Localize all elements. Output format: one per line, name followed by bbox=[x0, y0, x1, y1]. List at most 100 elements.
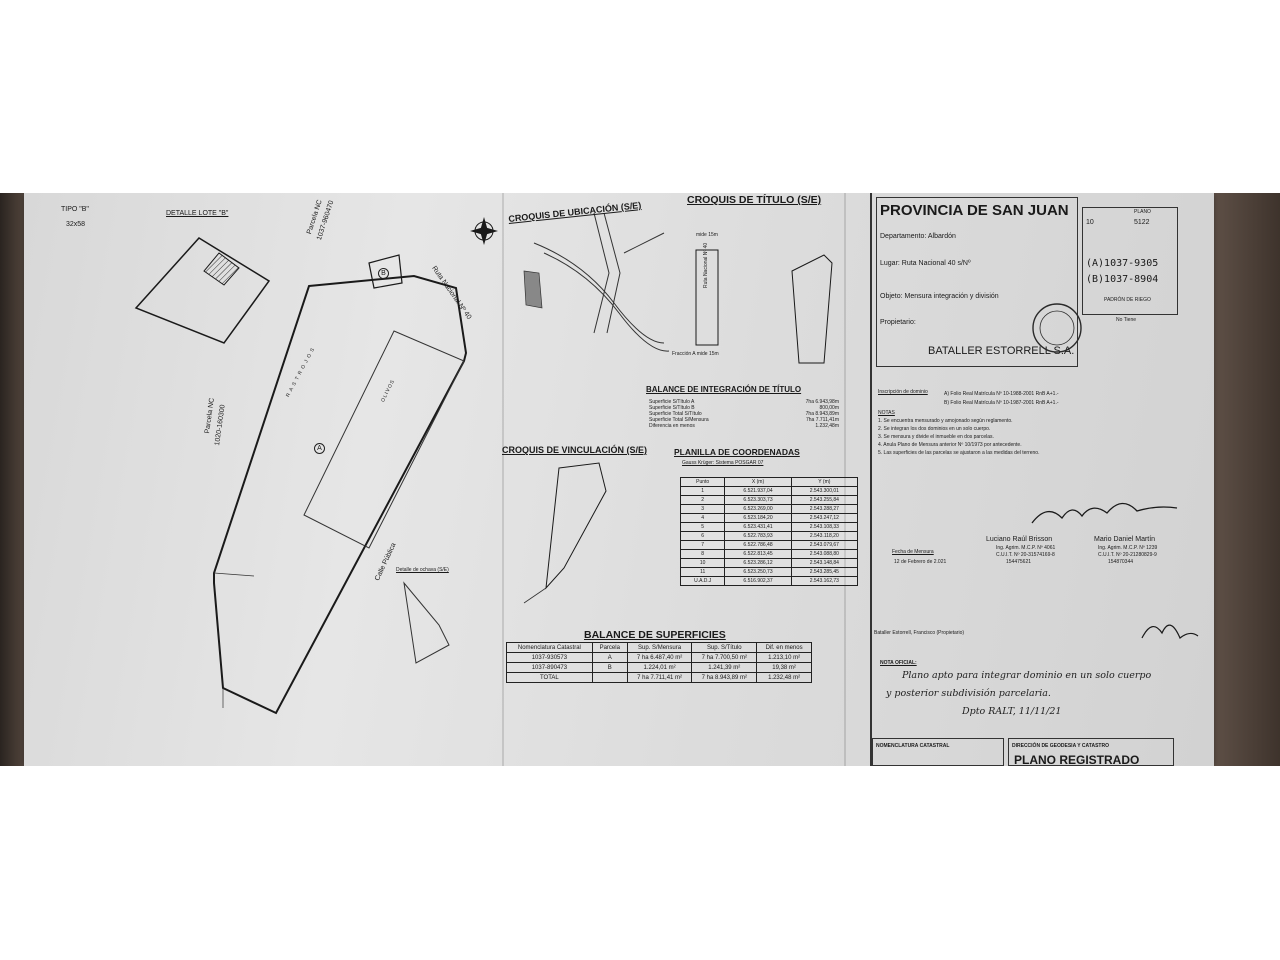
parcel-mark-b: B bbox=[378, 268, 389, 279]
nc-b: (B)1037-8904 bbox=[1086, 274, 1159, 285]
row-label: Superficie Total S/Título bbox=[649, 411, 702, 417]
croquis-ruta-label: Ruta Nacional Nº 40 bbox=[703, 242, 709, 288]
row-label: Superficie Total S/Mensura bbox=[649, 417, 709, 423]
croquis-mide-label: mide 15m bbox=[696, 232, 718, 238]
table-header-row: Nomenclatura Catastral Parcela Sup. S/Me… bbox=[506, 642, 812, 653]
column-header: X (m) bbox=[724, 477, 792, 487]
column-header: Dif. en menos bbox=[756, 642, 812, 653]
table-cell: 5 bbox=[679, 522, 726, 532]
row-value: 800,00m bbox=[819, 405, 839, 411]
column-header: Sup. S/Mensura bbox=[626, 642, 693, 653]
tipo-label: TIPO "B" bbox=[61, 206, 89, 213]
row-value: 7ha 6.943,98m bbox=[805, 399, 839, 405]
table-cell: 19,38 m² bbox=[756, 662, 812, 673]
prof1-cuit: C.U.I.T. Nº 20-31574169-8 bbox=[996, 552, 1055, 558]
column-header: Sup. S/Título bbox=[691, 642, 758, 653]
table-cell: 6 bbox=[679, 531, 726, 541]
table-cell: 6.521.937,04 bbox=[724, 486, 792, 496]
table-cell: 7 bbox=[679, 540, 726, 550]
table-cell: 1 bbox=[679, 486, 726, 496]
inscripcion-b: B) Folio Real Matrícula Nº 10-1987-2001 … bbox=[944, 400, 1059, 406]
objeto: Objeto: Mensura integración y división bbox=[880, 293, 999, 300]
owner-signature-line: Bataller Estorrell, Francisco (Propietar… bbox=[874, 630, 965, 636]
table-cell: 6.523.269,00 bbox=[724, 504, 792, 514]
title-block-main bbox=[876, 197, 1078, 367]
table-cell: 2.543.148,84 bbox=[790, 558, 859, 568]
ochava-title: Detalle de ochava (S/E) bbox=[396, 567, 449, 573]
catastro-label: DIRECCIÓN DE GEODESIA Y CATASTRO bbox=[1012, 743, 1109, 749]
provincia-title: PROVINCIA DE SAN JUAN bbox=[880, 202, 1069, 219]
table-cell: 2.543.088,80 bbox=[790, 549, 859, 559]
table-cell: 6.523.431,41 bbox=[724, 522, 792, 532]
olive-block bbox=[303, 330, 465, 549]
balance-integracion-list: Superficie S/Título A 7ha 6.943,98m Super… bbox=[649, 399, 839, 429]
inscripcion-label: Inscripción de dominio bbox=[878, 389, 928, 395]
detalle-lote-b-title: DETALLE LOTE "B" bbox=[166, 210, 229, 217]
plano-number: 10 bbox=[1086, 219, 1094, 226]
ochava-detail bbox=[403, 581, 450, 664]
table-header-row: Punto X (m) Y (m) bbox=[679, 477, 859, 487]
table-cell: 3 bbox=[679, 504, 726, 514]
table-cell: 6.523.184,20 bbox=[724, 513, 792, 523]
prof1-name: Luciano Raúl Brisson bbox=[986, 536, 1053, 543]
lugar: Lugar: Ruta Nacional 40 s/Nº bbox=[880, 260, 971, 267]
inscripcion-a: A) Folio Real Matrícula Nº 10-1988-2001 … bbox=[944, 391, 1059, 397]
croquis-titulo-title: CROQUIS DE TÍTULO (S/E) bbox=[687, 194, 822, 206]
table-cell: 11 bbox=[679, 567, 726, 577]
lot-outline bbox=[213, 274, 468, 715]
location-parcel bbox=[523, 270, 543, 309]
table-cell: 6.522.783,93 bbox=[724, 531, 792, 541]
signature-mark bbox=[1031, 502, 1178, 524]
title-block: PROVINCIA DE SAN JUAN Departamento: Alba… bbox=[870, 193, 1210, 766]
table-cell: 1.241,39 m² bbox=[691, 662, 758, 673]
table-cell: 2.543.118,20 bbox=[790, 531, 859, 541]
fecha-value: 12 de Febrero de 2.021 bbox=[894, 559, 947, 565]
nota-oficial-line-2: y posterior subdivisión parcelaria. bbox=[886, 688, 1051, 699]
row-value: 7ha 7.711,41m bbox=[806, 417, 839, 423]
table-cell: 7 ha 7.711,41 m² bbox=[626, 672, 693, 683]
table-cell: 2.543.288,27 bbox=[790, 504, 859, 514]
fold-line bbox=[502, 193, 504, 766]
table-cell: 1.213,10 m² bbox=[756, 652, 812, 663]
row-label: Superficie S/Título A bbox=[649, 399, 695, 405]
nota-5: 5. Las superficies de las parcelas se aj… bbox=[878, 450, 1040, 456]
table-cell: 8 bbox=[679, 549, 726, 559]
departamento: Departamento: Albardón bbox=[880, 233, 956, 240]
table-cell: 1037-890473 bbox=[506, 662, 593, 673]
table-cell: 2.543.247,12 bbox=[790, 513, 859, 523]
nota-oficial-line-1: Plano apto para integrar dominio en un s… bbox=[902, 670, 1152, 681]
notas-label: NOTAS bbox=[878, 410, 895, 416]
official-stamp bbox=[1031, 303, 1199, 639]
nota-2: 2. Se integran los dos dominios en un so… bbox=[878, 426, 991, 432]
plan-drawing bbox=[134, 212, 833, 715]
lot-b-small bbox=[368, 254, 403, 289]
registered-stamp: PLANO REGISTRADO bbox=[1014, 753, 1140, 766]
nota-4: 4. Anula Plano de Mensura anterior Nº 10… bbox=[878, 442, 1022, 448]
owner-name: BATALLER ESTORRELL S.A. bbox=[928, 345, 1075, 357]
lot-b-hatch bbox=[203, 252, 240, 286]
table-cell: 1037-930573 bbox=[506, 652, 593, 663]
row-label: Superficie S/Título B bbox=[649, 405, 695, 411]
prof2-cuit: C.U.I.T. Nº 20-21280829-9 bbox=[1098, 552, 1157, 558]
column-header: Punto bbox=[679, 477, 726, 487]
survey-plan-sheet: TIPO "B" 32x58 DETALLE LOTE "B" Parcela … bbox=[24, 193, 1214, 766]
document-photo: TIPO "B" 32x58 DETALLE LOTE "B" Parcela … bbox=[0, 193, 1280, 766]
plano-box bbox=[1082, 207, 1178, 315]
nomenclatura-box bbox=[872, 738, 1004, 766]
catastro-box bbox=[1008, 738, 1174, 766]
table-cell: 6.522.786,48 bbox=[724, 540, 792, 550]
prof1-phone: 154475621 bbox=[1006, 559, 1032, 565]
title-sketch bbox=[695, 249, 833, 364]
prof2-phone: 154870344 bbox=[1108, 559, 1134, 565]
table-cell: 6.516.902,37 bbox=[724, 576, 792, 586]
nomenclatura-label: NOMENCLATURA CATASTRAL bbox=[876, 743, 950, 749]
table-cell: 6.523.250,73 bbox=[724, 567, 792, 577]
